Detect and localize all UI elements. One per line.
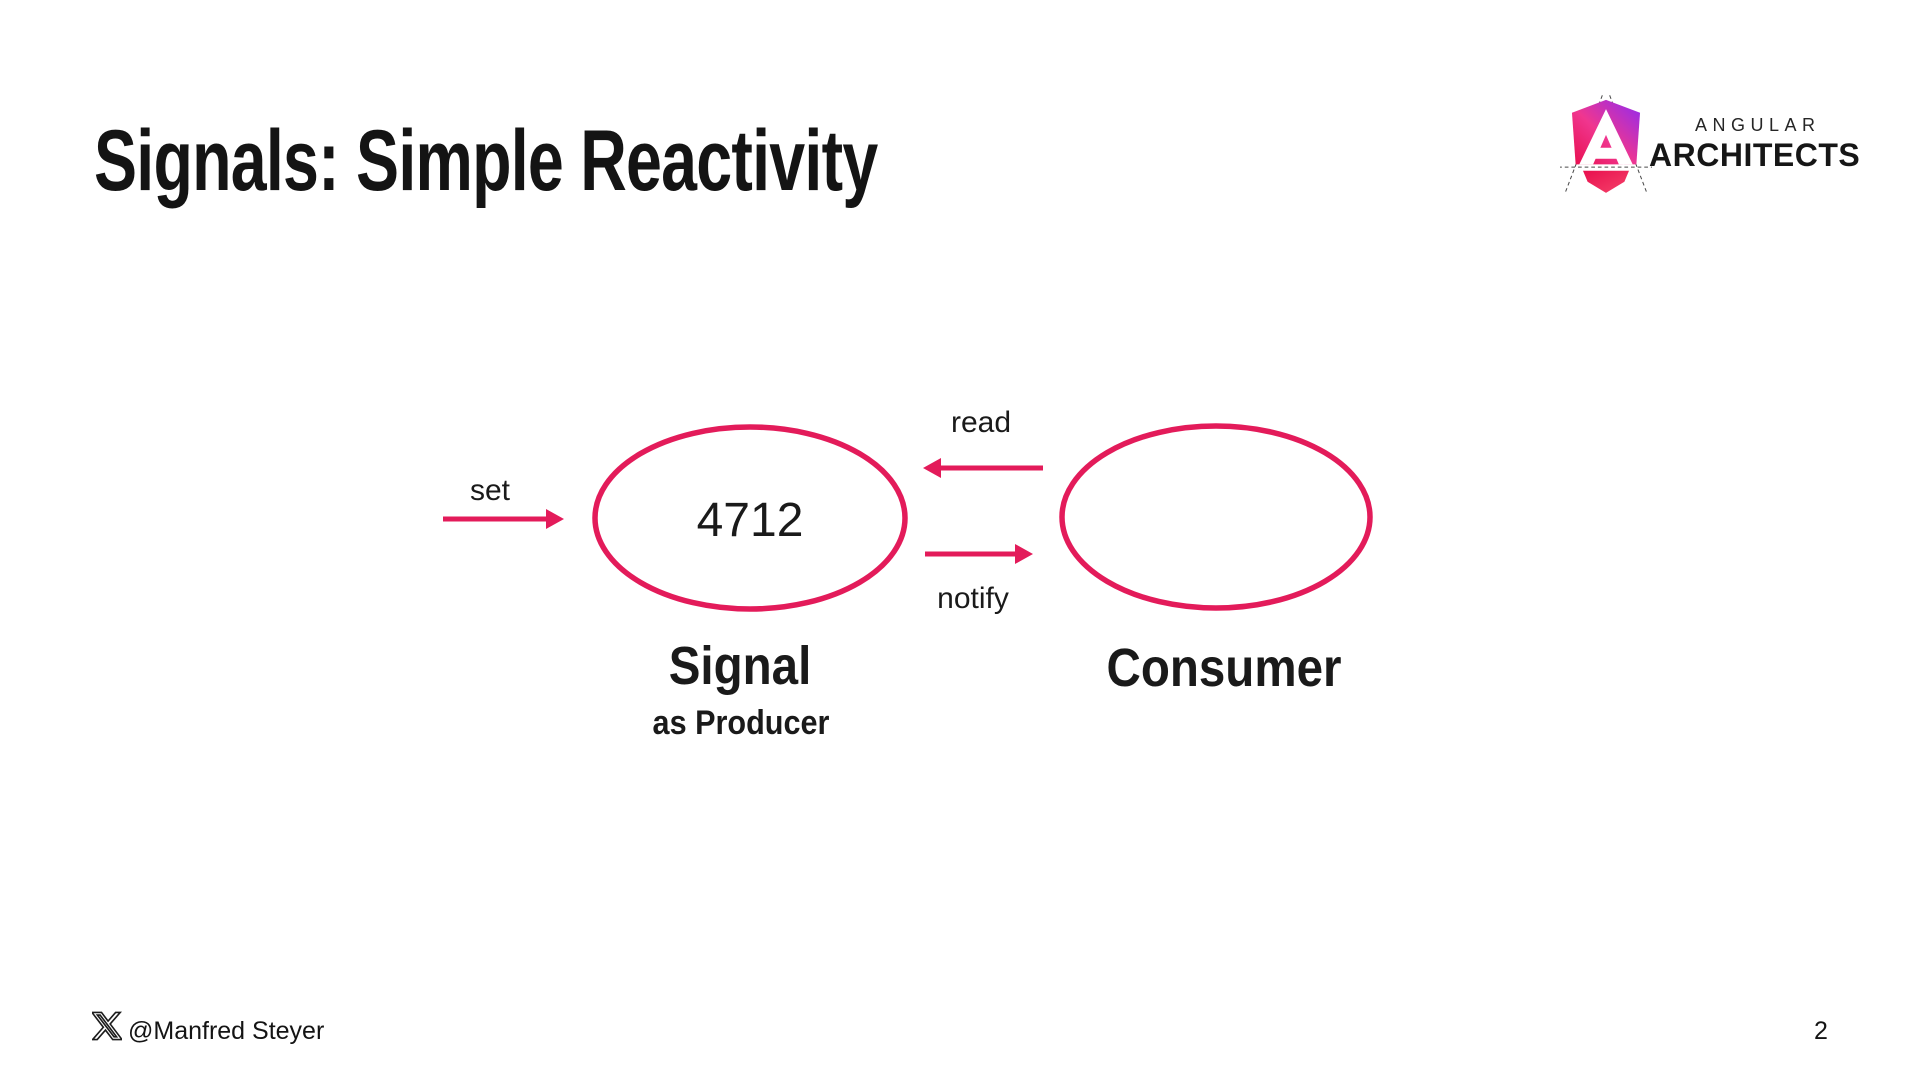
set-arrow [443,509,564,529]
signal-subtitle: as Producer [652,704,830,742]
notify-arrow [925,544,1033,564]
set-label: set [469,474,511,507]
logo-brand-top: ANGULAR [1695,115,1821,135]
signal-title: Signal [668,636,812,696]
slide-title: Signals: Simple Reactivity [94,113,878,209]
angular-architects-icon [1560,95,1652,193]
read-label: read [950,406,1012,439]
signal-value: 4712 [696,494,804,547]
logo-shield-bottom [1583,170,1629,193]
logo-compass-arc [1613,148,1625,165]
read-arrow [923,458,1043,478]
construction-line-right [1609,95,1647,193]
logo-letter-a-crossbar [1588,147,1624,159]
consumer-title: Consumer [1106,638,1342,698]
construction-line-left [1565,95,1603,193]
footer-author-handle: @Manfred Steyer [128,1017,325,1045]
signal-ellipse [592,424,908,612]
consumer-ellipse [1059,423,1373,611]
angular-architects-logo: ANGULAR ARCHITECTS [1560,94,1860,204]
notify-label: notify [937,582,1009,615]
page-number: 2 [1814,1017,1828,1045]
logo-brand-bottom: ARCHITECTS [1649,137,1861,173]
x-twitter-icon [92,1011,122,1041]
